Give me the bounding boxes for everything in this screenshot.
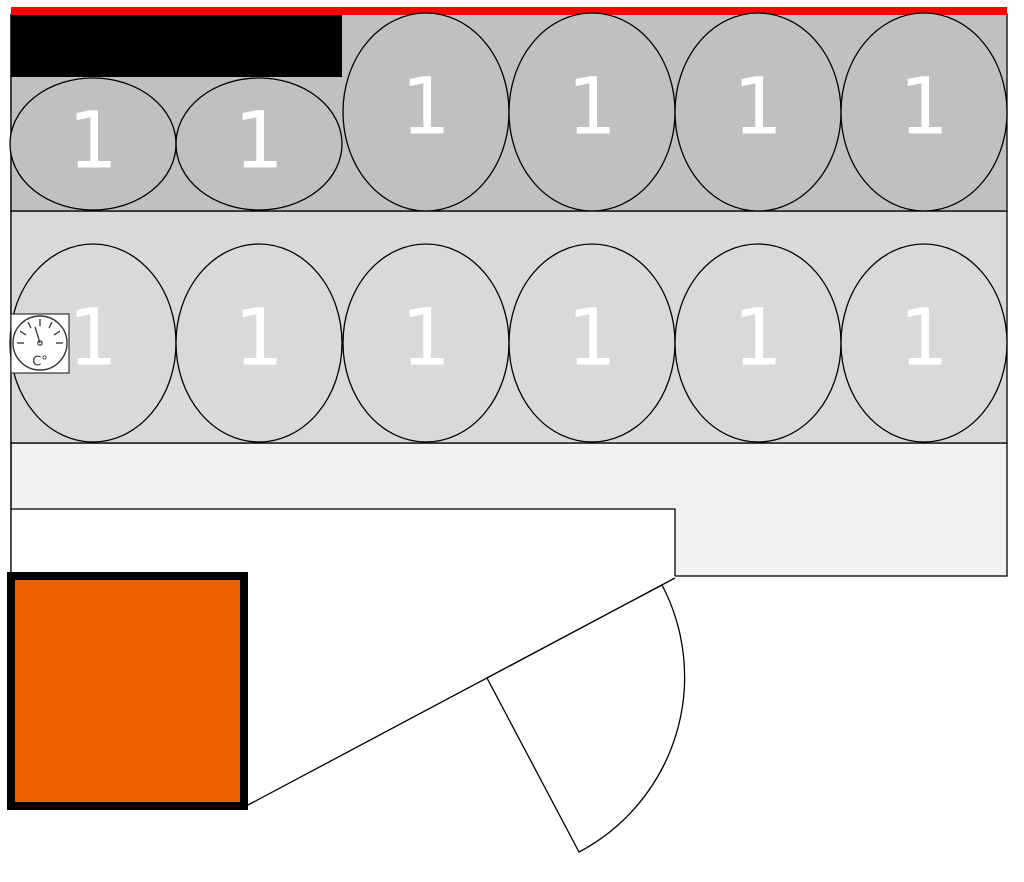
lower-slot-5-label: 1	[733, 293, 783, 383]
lower-slot-3[interactable]: 1	[342, 243, 510, 443]
lower-slot-6-label: 1	[899, 293, 949, 383]
lower-slot-4-label: 1	[567, 293, 617, 383]
lower-slot-2[interactable]: 1	[175, 243, 343, 443]
equipment-block[interactable]	[7, 572, 248, 810]
thermometer-dial-icon[interactable]: C°	[10, 313, 70, 374]
upper-slot-4[interactable]: 1	[508, 12, 676, 212]
lower-slot-3-label: 1	[401, 293, 451, 383]
lower-row: 1 1 1 1 1 1	[9, 243, 1008, 443]
upper-slot-1-label: 1	[68, 96, 118, 186]
upper-slot-3-label: 1	[401, 62, 451, 152]
upper-slot-2-label: 1	[234, 96, 284, 186]
upper-slot-3[interactable]: 1	[342, 12, 510, 212]
upper-row: 1 1 1 1 1 1	[9, 12, 1008, 212]
upper-slot-5[interactable]: 1	[674, 12, 842, 212]
lower-slot-1[interactable]: 1	[9, 243, 177, 443]
door-swing-icon[interactable]	[247, 577, 686, 853]
lower-rack	[10, 210, 1008, 444]
upper-slot-2[interactable]: 1	[175, 77, 343, 211]
walkway-edge	[11, 508, 676, 576]
upper-slot-4-label: 1	[567, 62, 617, 152]
lower-slot-4[interactable]: 1	[508, 243, 676, 443]
black-bar	[11, 15, 342, 77]
upper-slot-6-label: 1	[899, 62, 949, 152]
lower-slot-6[interactable]: 1	[840, 243, 1008, 443]
upper-slot-6[interactable]: 1	[840, 12, 1008, 212]
lower-slot-5[interactable]: 1	[674, 243, 842, 443]
thermometer-unit-label: C°	[32, 355, 48, 370]
lower-slot-2-label: 1	[234, 293, 284, 383]
upper-slot-5-label: 1	[733, 62, 783, 152]
upper-slot-1[interactable]: 1	[9, 77, 177, 211]
lower-slot-1-label: 1	[68, 293, 118, 383]
